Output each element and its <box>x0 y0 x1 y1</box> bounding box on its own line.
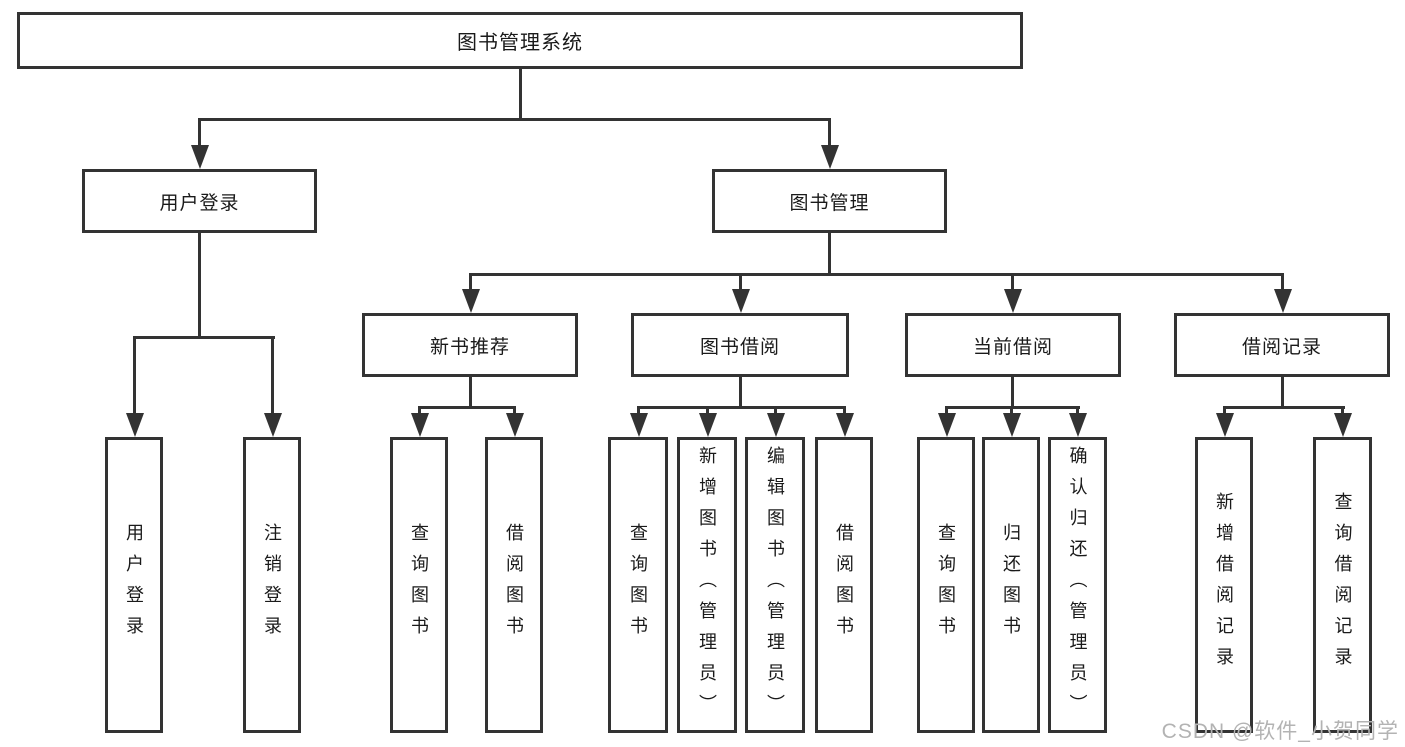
connector-userlogin-branch <box>133 336 275 339</box>
node-book-mgmt: 图书管理 <box>712 169 947 233</box>
arrow-down-cb-query <box>938 413 956 437</box>
connector-bb-query-shaft <box>637 406 640 415</box>
connector-bb-add-shaft <box>706 406 709 415</box>
arrow-down-bb-add <box>699 413 717 437</box>
arrow-down-bb-borrow <box>836 413 854 437</box>
node-new-book-rec: 新书推荐 <box>362 313 578 377</box>
leaf-logout-label: 注销登录 <box>262 523 282 647</box>
connector-cb-query-shaft <box>945 406 948 415</box>
connector-nbr-down <box>469 377 472 409</box>
connector-leaf-logout-shaft <box>271 336 274 413</box>
node-current-borrow: 当前借阅 <box>905 313 1121 377</box>
leaf-cb-confirm-return: 确认归还（管理员） <box>1048 437 1107 733</box>
leaf-logout: 注销登录 <box>243 437 301 733</box>
leaf-bb-borrow-book: 借阅图书 <box>815 437 873 733</box>
arrow-down-bookborrow <box>732 289 750 313</box>
arrow-down-borrowrecords <box>1274 289 1292 313</box>
leaf-br-add-record-label: 新增借阅记录 <box>1214 492 1234 678</box>
node-root: 图书管理系统 <box>17 12 1023 69</box>
connector-nbr-branch <box>418 406 516 409</box>
connector-cb-down <box>1011 377 1014 409</box>
connector-root-down <box>519 69 522 119</box>
node-new-book-rec-label: 新书推荐 <box>429 336 510 358</box>
connector-br-query-shaft <box>1341 406 1344 415</box>
leaf-user-login: 用户登录 <box>105 437 163 733</box>
arrow-down-cb-return <box>1003 413 1021 437</box>
arrow-down-nbr-query <box>411 413 429 437</box>
connector-nbr-query-shaft <box>418 406 421 415</box>
leaf-bb-add-book-label: 新增图书（管理员） <box>697 445 717 725</box>
leaf-bb-borrow-book-label: 借阅图书 <box>834 523 854 647</box>
leaf-br-query-record: 查询借阅记录 <box>1313 437 1372 733</box>
leaf-cb-confirm-return-label: 确认归还（管理员） <box>1067 445 1088 725</box>
connector-bb-branch <box>637 406 846 409</box>
arrow-down-bb-edit <box>767 413 785 437</box>
leaf-user-login-label: 用户登录 <box>124 523 144 647</box>
connector-cb-return-shaft <box>1010 406 1013 415</box>
node-book-borrow: 图书借阅 <box>631 313 849 377</box>
leaf-bb-edit-book: 编辑图书（管理员） <box>745 437 805 733</box>
leaf-cb-return-book: 归还图书 <box>982 437 1040 733</box>
connector-userlogin-down <box>198 233 201 339</box>
leaf-br-query-record-label: 查询借阅记录 <box>1332 492 1353 678</box>
connector-bookmgmt-shaft <box>828 118 831 145</box>
node-user-login-label: 用户登录 <box>159 192 240 214</box>
connector-leaf-userlogin-shaft <box>133 336 136 413</box>
arrow-down-bookmgmt <box>821 145 839 169</box>
arrow-down-newbookrec <box>462 289 480 313</box>
connector-br-down <box>1281 377 1284 409</box>
connector-cb-confirm-shaft <box>1076 406 1079 415</box>
connector-level3-branch <box>469 273 1283 276</box>
leaf-cb-query-book: 查询图书 <box>917 437 975 733</box>
node-root-label: 图书管理系统 <box>457 32 583 54</box>
leaf-br-add-record: 新增借阅记录 <box>1195 437 1253 733</box>
connector-bb-edit-shaft <box>774 406 777 415</box>
leaf-bb-query-book: 查询图书 <box>608 437 668 733</box>
arrow-down-leaf-userlogin <box>126 413 144 437</box>
arrow-down-userlogin <box>191 145 209 169</box>
node-borrow-records-label: 借阅记录 <box>1241 336 1322 358</box>
arrow-down-br-query <box>1334 413 1352 437</box>
connector-br-branch <box>1223 406 1345 409</box>
connector-level2-branch <box>198 118 830 121</box>
node-book-borrow-label: 图书借阅 <box>699 336 780 358</box>
arrow-down-br-add <box>1216 413 1234 437</box>
node-current-borrow-label: 当前借阅 <box>972 336 1053 358</box>
leaf-bb-add-book: 新增图书（管理员） <box>677 437 737 733</box>
connector-currentborrow-shaft <box>1011 273 1014 289</box>
connector-bookborrow-shaft <box>739 273 742 289</box>
connector-nbr-borrow-shaft <box>513 406 516 415</box>
arrow-down-currentborrow <box>1004 289 1022 313</box>
connector-bb-down <box>739 377 742 409</box>
connector-newbookrec-shaft <box>469 273 472 289</box>
arrow-down-nbr-borrow <box>506 413 524 437</box>
leaf-cb-return-book-label: 归还图书 <box>1001 523 1021 647</box>
connector-bb-borrow-shaft <box>843 406 846 415</box>
leaf-nbr-borrow-book: 借阅图书 <box>485 437 543 733</box>
node-borrow-records: 借阅记录 <box>1174 313 1390 377</box>
leaf-nbr-query-book: 查询图书 <box>390 437 448 733</box>
leaf-nbr-borrow-book-label: 借阅图书 <box>504 523 524 647</box>
leaf-nbr-query-book-label: 查询图书 <box>409 523 429 647</box>
leaf-bb-edit-book-label: 编辑图书（管理员） <box>765 445 785 725</box>
connector-bookmgmt-down <box>828 233 831 276</box>
arrow-down-cb-confirm <box>1069 413 1087 437</box>
connector-borrowrecords-shaft <box>1281 273 1284 289</box>
arrow-down-leaf-logout <box>264 413 282 437</box>
node-book-mgmt-label: 图书管理 <box>789 192 870 214</box>
leaf-bb-query-book-label: 查询图书 <box>628 523 648 647</box>
leaf-cb-query-book-label: 查询图书 <box>936 523 956 647</box>
arrow-down-bb-query <box>630 413 648 437</box>
connector-userlogin-shaft <box>198 118 201 145</box>
connector-br-add-shaft <box>1223 406 1226 415</box>
node-user-login: 用户登录 <box>82 169 317 233</box>
